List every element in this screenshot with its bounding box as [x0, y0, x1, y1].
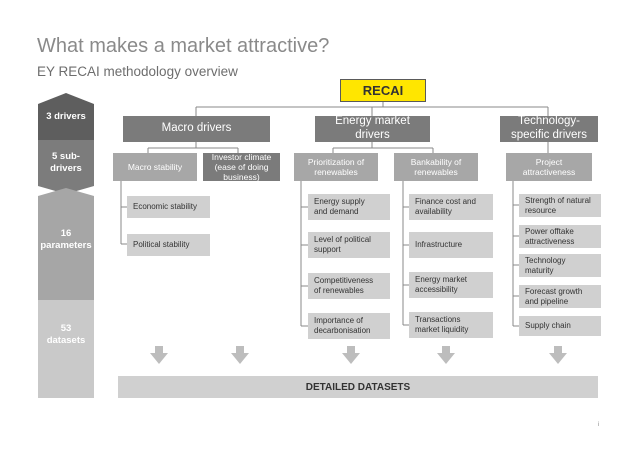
- page-subtitle: EY RECAI methodology overview: [37, 64, 238, 79]
- parameter-box: Competitiveness of renewables: [308, 273, 390, 299]
- parameter-box: Energy supply and demand: [308, 194, 390, 220]
- parameter-box: Infrastructure: [409, 232, 493, 258]
- page-number: i: [598, 422, 600, 428]
- subdriver-macro-stability: Macro stability: [113, 153, 197, 181]
- driver-technology-specific: Technology- specific drivers: [500, 115, 598, 142]
- parameter-box: Power offtake attractiveness: [519, 225, 601, 248]
- subdriver-bankability: Bankability of renewables: [394, 153, 478, 181]
- subdriver-project-attractiveness: Project attractiveness: [506, 153, 592, 181]
- subdriver-investor-climate: Investor climate (ease of doing business…: [203, 152, 280, 182]
- parameter-box: Supply chain: [519, 316, 601, 336]
- parameter-box: Economic stability: [127, 196, 210, 218]
- sidebar-subdrivers-label: 5 sub- drivers: [50, 150, 82, 174]
- sidebar-subdrivers-shape: [38, 140, 94, 194]
- parameter-box: Transactions market liquidity: [409, 312, 493, 338]
- page-title: What makes a market attractive?: [37, 35, 330, 57]
- subdriver-prioritization: Prioritization of renewables: [294, 153, 378, 181]
- parameter-box: Strength of natural resource: [519, 194, 601, 217]
- sidebar-drivers-label: 3 drivers: [46, 110, 86, 122]
- sidebar-datasets-label: 53 datasets: [46, 322, 86, 346]
- driver-energy-market: Energy market drivers: [315, 115, 430, 142]
- driver-macro: Macro drivers: [123, 116, 270, 142]
- parameter-box: Finance cost and availability: [409, 194, 493, 220]
- parameter-box: Technology maturity: [519, 254, 601, 277]
- sidebar-parameters-shape: [38, 188, 94, 300]
- down-arrow-icons: [150, 346, 567, 364]
- sidebar-drivers-shape: [38, 93, 94, 140]
- sidebar-parameters-label: 16 parameters: [40, 227, 92, 251]
- parameter-box: Importance of decarbonisation: [308, 313, 390, 339]
- parameter-box: Level of political support: [308, 232, 390, 258]
- recai-root-box: RECAI: [340, 79, 426, 102]
- parameter-box: Energy market accessibility: [409, 272, 493, 298]
- sidebar-datasets-shape: [38, 300, 94, 398]
- parameter-box: Political stability: [127, 234, 210, 256]
- parameter-box: Forecast growth and pipeline: [519, 285, 601, 308]
- detailed-datasets-bar: DETAILED DATASETS: [118, 376, 598, 398]
